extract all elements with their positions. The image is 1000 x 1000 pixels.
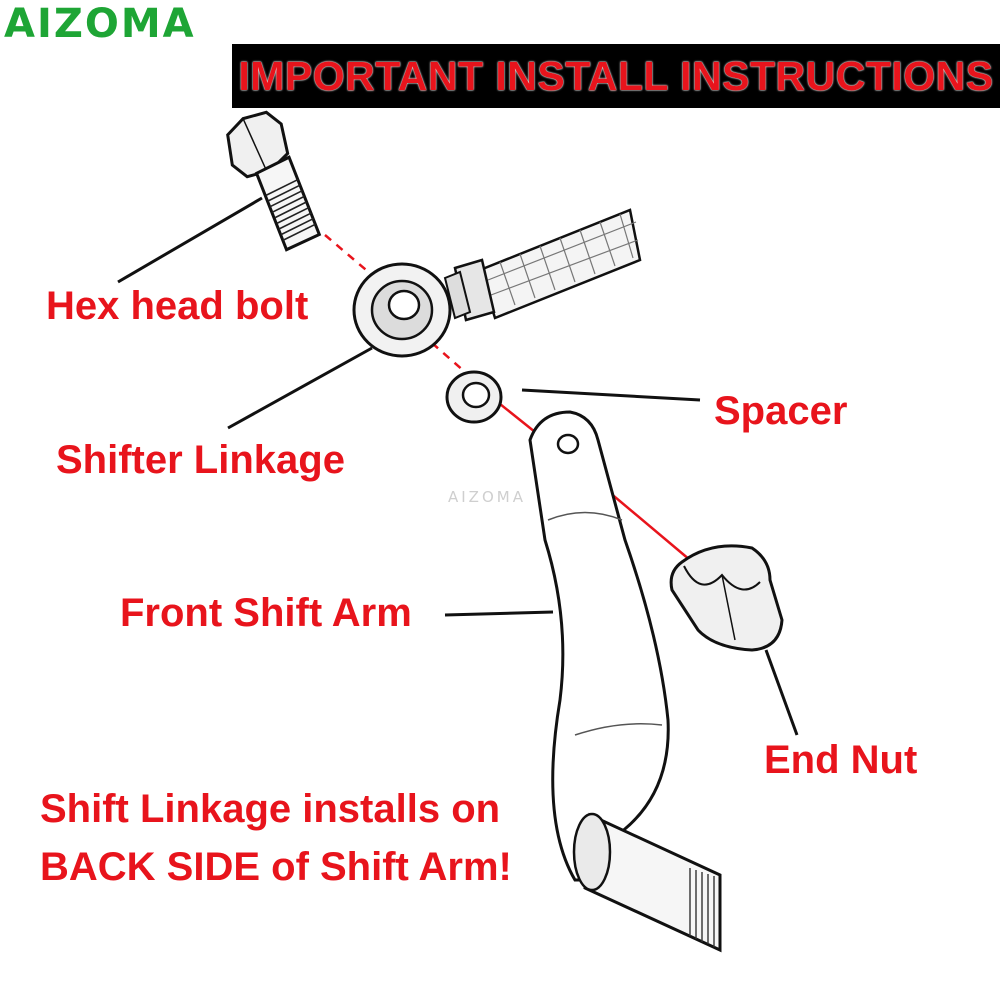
note-line-2: BACK SIDE of Shift Arm! [40, 845, 512, 889]
spacer-washer-icon [445, 370, 503, 424]
label-front-shift-arm: Front Shift Arm [120, 591, 412, 635]
label-end-nut: End Nut [764, 738, 918, 782]
instructions-banner: IMPORTANT INSTALL INSTRUCTIONS [232, 44, 1000, 108]
braided-rod-icon [443, 208, 642, 322]
label-spacer: Spacer [714, 389, 848, 433]
brand-logo: AIZOMA [4, 1, 196, 47]
shift-arm-icon [528, 410, 722, 953]
note-line-1: Shift Linkage installs on [40, 787, 501, 831]
label-shifter-linkage: Shifter Linkage [56, 438, 345, 482]
label-hex-head-bolt: Hex head bolt [46, 284, 309, 328]
install-note: Shift Linkage installs on BACK SIDE of S… [40, 780, 512, 896]
hex-bolt-icon [226, 110, 322, 252]
leader-lines [117, 196, 799, 736]
banner-title: IMPORTANT INSTALL INSTRUCTIONS [238, 52, 994, 99]
end-nut-icon [669, 544, 784, 652]
watermark: AIZOMA [448, 488, 526, 506]
rod-end-icon [352, 262, 452, 358]
